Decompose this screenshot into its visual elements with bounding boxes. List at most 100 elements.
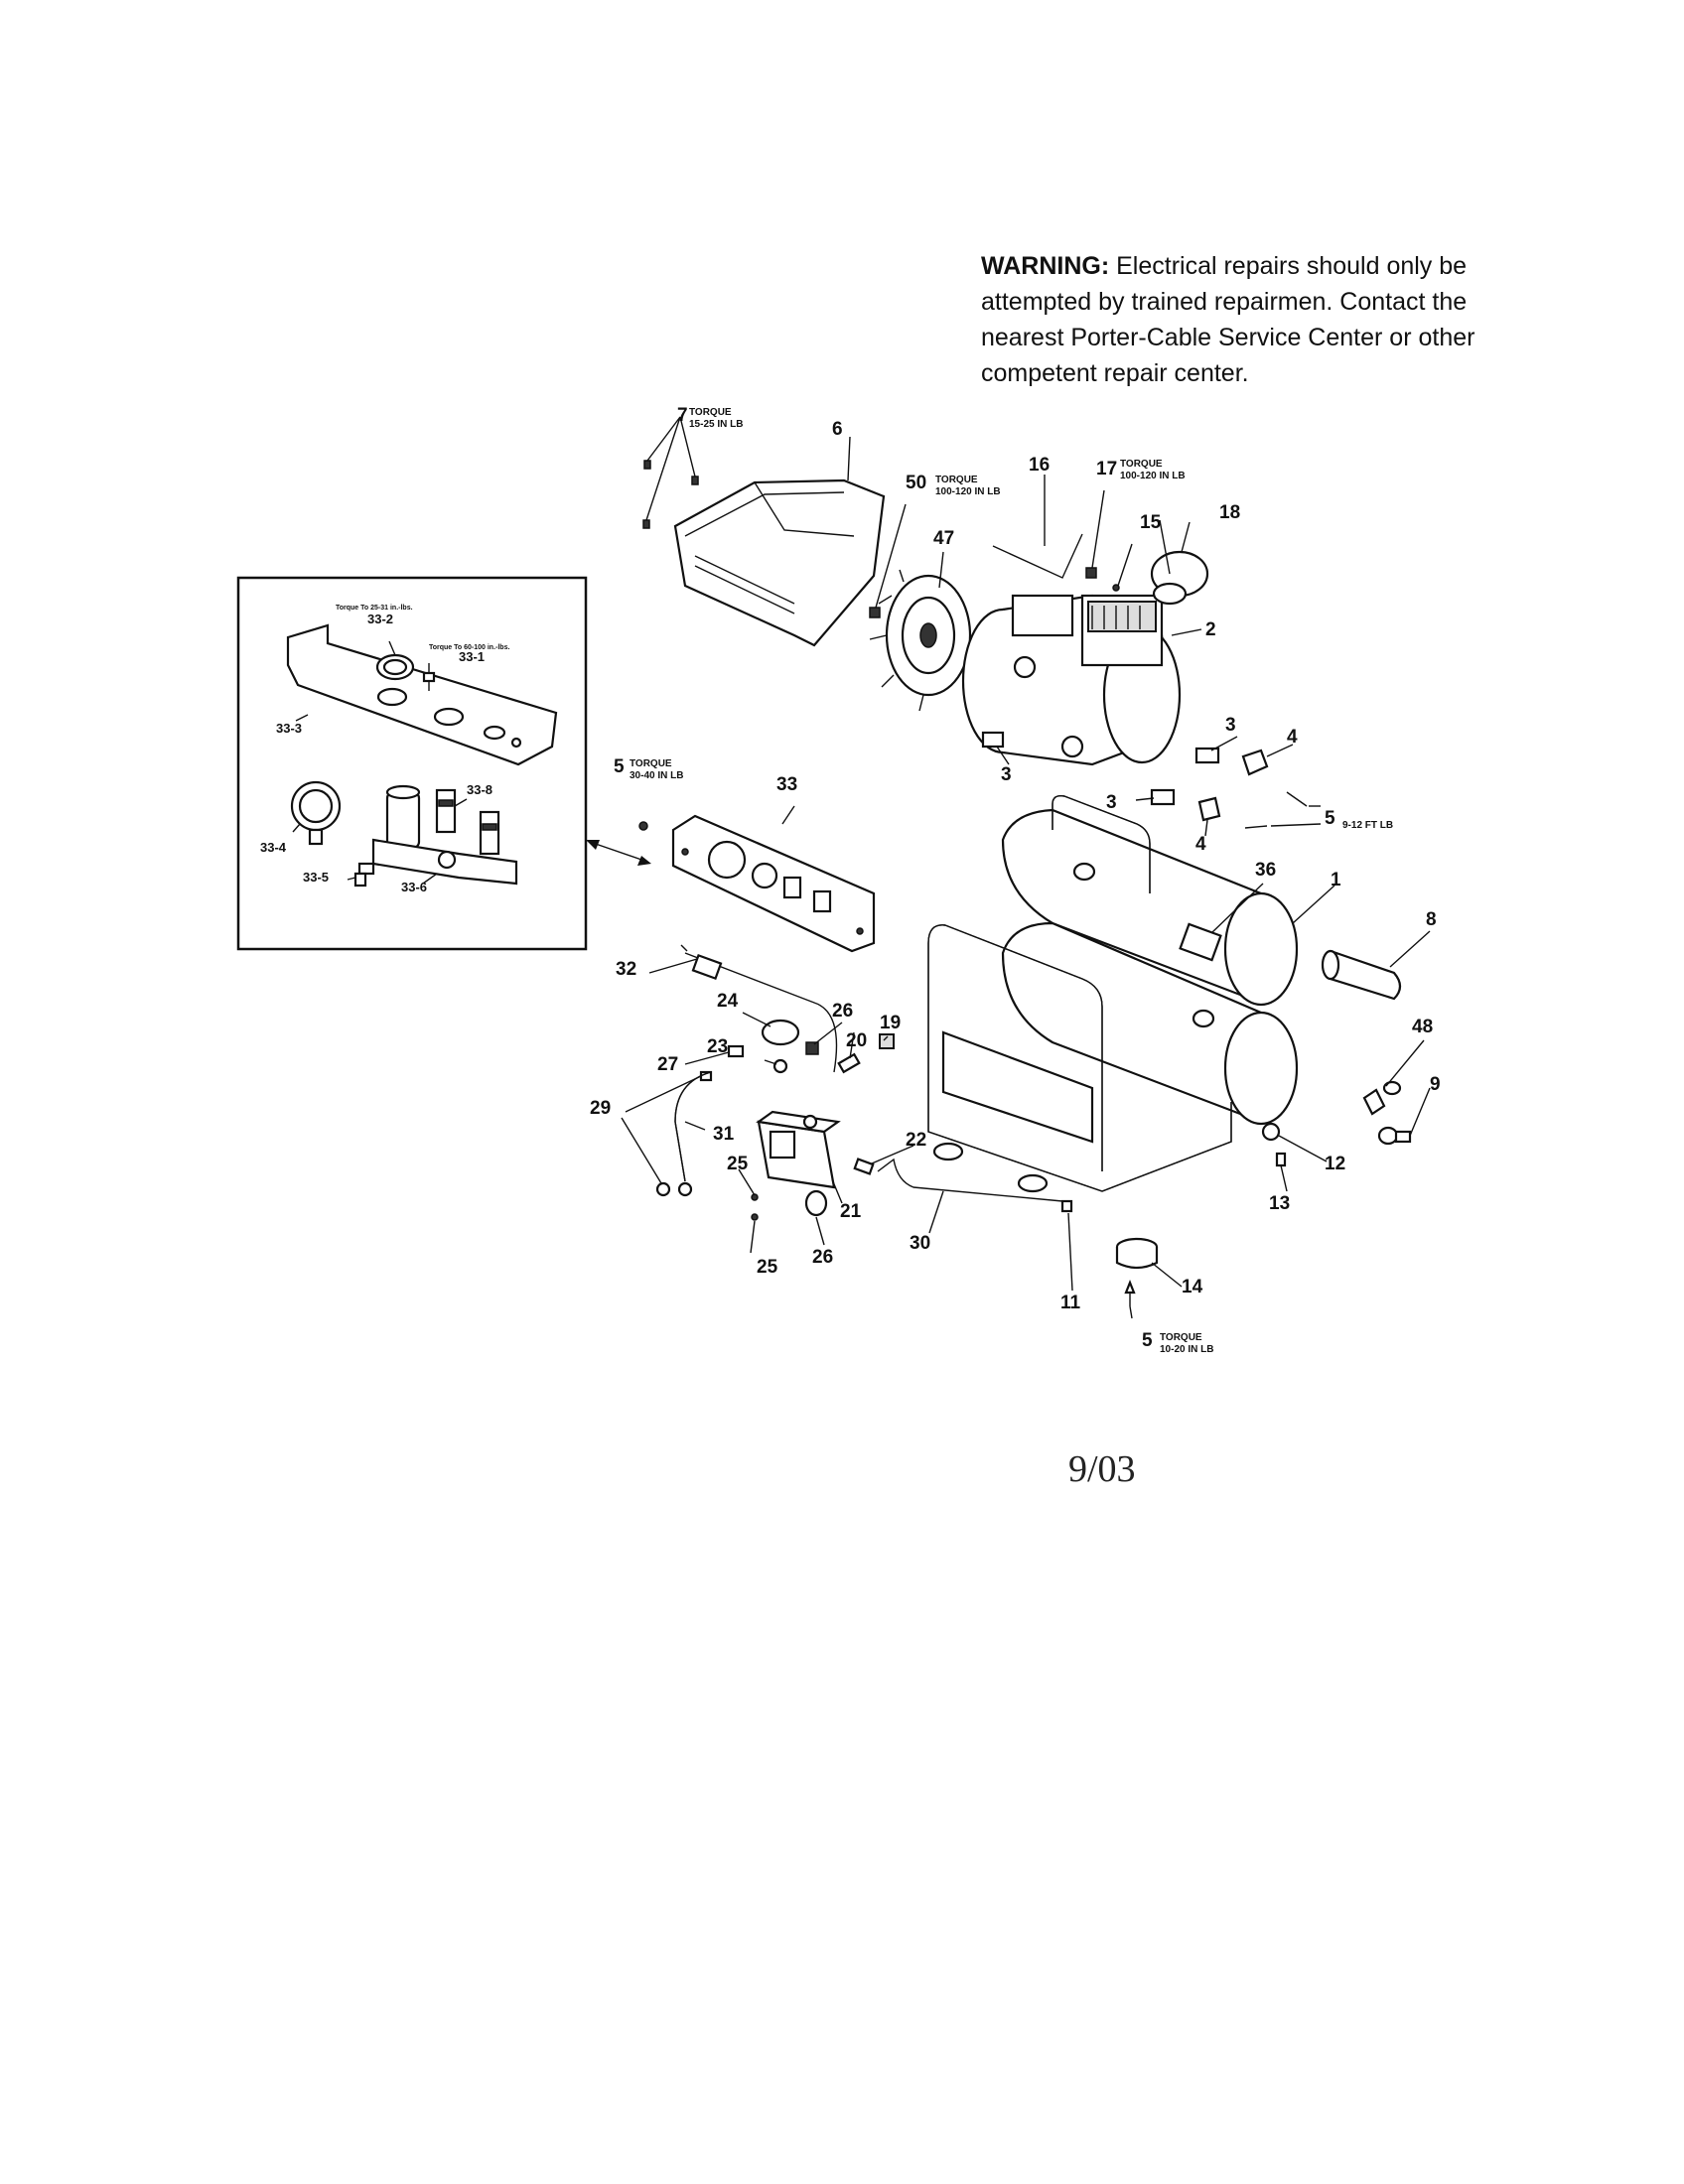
pump-fitting bbox=[1112, 584, 1120, 592]
control-panel bbox=[671, 814, 876, 953]
grommet-2 bbox=[1197, 796, 1221, 822]
inset-label-33-4: 33-4 bbox=[260, 840, 287, 855]
callout-31: 31 bbox=[713, 1124, 735, 1145]
callout-11: 11 bbox=[1060, 1293, 1081, 1313]
tube-fitting bbox=[1060, 1199, 1073, 1213]
inset-panel: Torque To 25-31 in.-lbs. Torque To 60-10… bbox=[236, 576, 588, 951]
callout-14: 14 bbox=[1182, 1277, 1203, 1297]
handle-grip bbox=[1321, 949, 1402, 1001]
inset-regulator bbox=[371, 784, 518, 886]
tee-fitting bbox=[879, 1033, 895, 1049]
callout-13: 13 bbox=[1269, 1193, 1290, 1214]
callout-33: 33 bbox=[776, 774, 797, 795]
callout-5-c: 5 bbox=[1142, 1330, 1153, 1351]
inset-label-33-5: 33-5 bbox=[303, 870, 329, 885]
warning-title: WARNING: bbox=[981, 252, 1110, 280]
torque-17-label: TORQUE bbox=[1120, 459, 1163, 470]
pressure-switch bbox=[756, 1110, 841, 1189]
tank-valves bbox=[1362, 1080, 1412, 1146]
relief-valve-upper bbox=[805, 1041, 819, 1055]
callout-24: 24 bbox=[717, 991, 739, 1012]
callout-29: 29 bbox=[590, 1098, 611, 1119]
fan-nut bbox=[869, 607, 881, 618]
inset-link-arrow bbox=[586, 840, 651, 866]
shroud-screws bbox=[642, 416, 699, 529]
callout-1: 1 bbox=[1331, 870, 1341, 890]
check-valve-tube bbox=[655, 1044, 745, 1197]
callout-47: 47 bbox=[933, 528, 954, 549]
callout-5-b: 5 bbox=[1325, 808, 1335, 829]
callout-20: 20 bbox=[846, 1030, 867, 1051]
torque-5b-value: 9-12 FT LB bbox=[1342, 820, 1393, 831]
callout-30: 30 bbox=[910, 1233, 930, 1254]
motor-bolts bbox=[1244, 791, 1322, 829]
panel-screw bbox=[638, 821, 648, 831]
callout-19: 19 bbox=[880, 1013, 901, 1033]
fan bbox=[869, 569, 972, 712]
callout-12: 12 bbox=[1325, 1154, 1345, 1174]
revision-date: 9/03 bbox=[1068, 1448, 1136, 1490]
tube-nut bbox=[1085, 567, 1097, 579]
callout-6: 6 bbox=[832, 419, 843, 440]
inset-label-33-1: 33-1 bbox=[459, 649, 485, 664]
inset-note-33-2: Torque To 25-31 in.-lbs. bbox=[336, 605, 413, 612]
drain-bushing bbox=[1261, 1122, 1281, 1142]
callout-48: 48 bbox=[1412, 1017, 1433, 1037]
motor-foot-1 bbox=[981, 731, 1005, 749]
foot-bolt bbox=[1124, 1280, 1136, 1306]
callout-5-a: 5 bbox=[614, 756, 625, 777]
power-cord bbox=[680, 944, 838, 1073]
warning-note: WARNING: Electrical repairs should only … bbox=[981, 248, 1537, 391]
callout-3-c: 3 bbox=[1106, 792, 1117, 813]
inset-bracket bbox=[286, 623, 558, 766]
callout-15: 15 bbox=[1140, 512, 1162, 533]
torque-50-label: TORQUE bbox=[935, 475, 978, 485]
grommet-1 bbox=[1241, 749, 1269, 776]
outlet-tube bbox=[992, 533, 1083, 579]
callout-36: 36 bbox=[1255, 860, 1276, 881]
callout-18: 18 bbox=[1219, 502, 1240, 523]
motor-foot-2 bbox=[1194, 747, 1220, 764]
air-tanks bbox=[1001, 808, 1299, 1126]
elbow-fitting bbox=[853, 1158, 875, 1175]
switch-nut bbox=[772, 1058, 788, 1074]
callout-7: 7 bbox=[677, 405, 688, 426]
callout-16: 16 bbox=[1029, 455, 1050, 476]
belt-shroud bbox=[673, 478, 886, 647]
torque-5c-label: TORQUE bbox=[1160, 1332, 1202, 1343]
callout-4-a: 4 bbox=[1287, 727, 1298, 748]
inset-gauge bbox=[290, 780, 342, 846]
callout-23: 23 bbox=[707, 1036, 728, 1057]
relief-valve-lower bbox=[804, 1189, 828, 1217]
callout-4-b: 4 bbox=[1195, 834, 1206, 855]
torque-7-label: TORQUE bbox=[689, 407, 732, 418]
inset-label-33-8: 33-8 bbox=[467, 782, 492, 797]
callout-9: 9 bbox=[1430, 1074, 1441, 1095]
callout-21: 21 bbox=[840, 1201, 862, 1222]
torque-5a-value: 30-40 IN LB bbox=[630, 770, 683, 781]
motor-pump bbox=[961, 594, 1182, 766]
callout-2: 2 bbox=[1205, 619, 1216, 640]
callout-27: 27 bbox=[657, 1054, 678, 1075]
torque-5a-label: TORQUE bbox=[630, 758, 672, 769]
inset-note-33-1: Torque To 60-100 in.-lbs. bbox=[429, 644, 509, 651]
rubber-foot bbox=[1115, 1237, 1159, 1270]
nipple bbox=[837, 1052, 861, 1074]
callout-25-b: 25 bbox=[757, 1257, 778, 1278]
leader-lines bbox=[621, 436, 1431, 1319]
drain-valve bbox=[1275, 1152, 1287, 1167]
callout-8: 8 bbox=[1426, 909, 1437, 930]
callout-26-b: 26 bbox=[812, 1247, 833, 1268]
inset-label-33-6: 33-6 bbox=[401, 880, 427, 894]
inset-elbow bbox=[353, 862, 375, 887]
switch-screw-2 bbox=[751, 1213, 759, 1221]
inset-label-33-3: 33-3 bbox=[276, 721, 302, 736]
frame bbox=[927, 794, 1232, 1193]
callout-3-b: 3 bbox=[1225, 715, 1236, 736]
air-filter bbox=[1150, 550, 1209, 606]
callout-17: 17 bbox=[1096, 459, 1117, 479]
torque-5c-value: 10-20 IN LB bbox=[1160, 1344, 1213, 1355]
callout-22: 22 bbox=[906, 1130, 926, 1151]
callout-25-a: 25 bbox=[727, 1154, 749, 1174]
